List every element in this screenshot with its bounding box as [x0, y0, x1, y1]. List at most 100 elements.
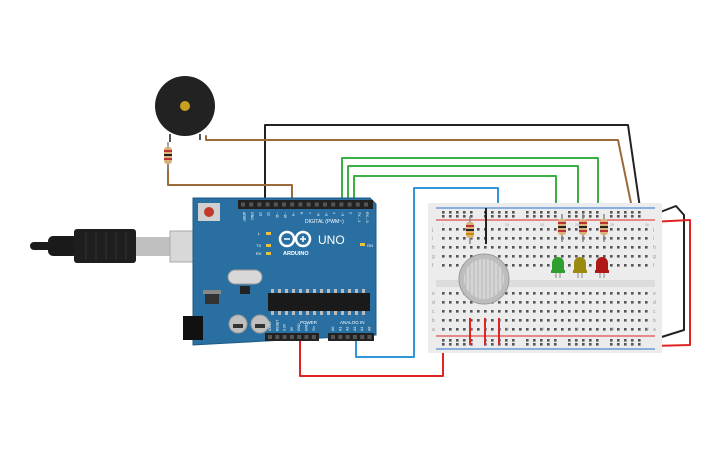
row-letter: g: [653, 254, 656, 260]
digital-pin-label: ~6: [316, 212, 320, 216]
row-letter: d: [653, 300, 656, 306]
power-pin-label: 3.3V: [283, 323, 287, 331]
row-letter: f: [653, 263, 655, 269]
digital-pin-label: 12: [267, 212, 271, 216]
row-letter: j: [431, 227, 433, 233]
sensor-legs: [469, 318, 500, 345]
row-letter: d: [432, 300, 435, 306]
column-number: 25: [610, 327, 614, 331]
row-letter: g: [432, 254, 435, 260]
power-pin-label: GND: [305, 323, 309, 331]
analog-pin-label: A5: [368, 327, 372, 331]
analog-pin-label: A2: [346, 327, 350, 331]
analog-pin-label: A1: [338, 327, 342, 331]
svg-text:RX: RX: [256, 251, 262, 256]
voltage-regulator: [205, 294, 219, 304]
svg-text:TX: TX: [256, 243, 261, 248]
digital-pin-label: 4: [332, 212, 336, 214]
power-pin-label: Vin: [312, 326, 316, 331]
column-number: 20: [575, 327, 579, 331]
row-letter: c: [653, 309, 656, 315]
wire-sensor-blue[interactable]: [355, 187, 499, 358]
digital-pin-label: ~3: [340, 212, 344, 216]
digital-pin-label: 8: [299, 212, 303, 214]
digital-pin-label: TX→1: [357, 212, 361, 222]
wire-led-green-1[interactable]: [341, 157, 599, 239]
arduino-logo: [278, 230, 312, 248]
wire-buzzer-brown[interactable]: [205, 135, 633, 209]
led-green[interactable]: [551, 257, 565, 278]
analog-pin-label: A4: [360, 327, 364, 331]
column-number: 10: [505, 327, 509, 331]
crystal-oscillator: [227, 269, 263, 285]
digital-pin-header[interactable]: [238, 200, 373, 209]
atmega-chip: [268, 293, 370, 311]
row-letter: e: [653, 291, 656, 297]
wire-led-green-2[interactable]: [347, 165, 579, 239]
row-letter: f: [432, 263, 434, 269]
digital-pin-label: AREF: [242, 212, 246, 222]
power-label: POWER: [300, 320, 318, 325]
column-number: 1: [442, 327, 444, 331]
indicator-leds: L TX RX ON: [256, 231, 373, 256]
digital-pin-label: ~10: [283, 212, 287, 218]
piezo-buzzer[interactable]: [155, 76, 215, 142]
board-model: UNO: [318, 233, 345, 247]
row-letter: b: [653, 318, 656, 324]
column-number: 20: [575, 223, 579, 227]
row-letter: c: [432, 309, 435, 315]
small-ic: [240, 286, 250, 294]
row-letter: i: [653, 236, 654, 242]
row-letter: a: [432, 327, 435, 333]
column-number: 25: [610, 223, 614, 227]
column-number: 15: [540, 223, 544, 227]
column-number: 10: [505, 223, 509, 227]
svg-text:ON: ON: [367, 243, 373, 248]
digital-header-label: DIGITAL (PWM~): [305, 219, 344, 225]
column-number: 1: [442, 223, 444, 227]
wire-rail-black[interactable]: [649, 205, 685, 341]
power-pin-label: 5V: [290, 326, 294, 331]
buzzer-center: [180, 101, 190, 111]
row-letter: b: [432, 318, 435, 324]
power-pin-label: GND: [297, 323, 301, 331]
wire-resistor-brown[interactable]: [167, 164, 293, 206]
board-brand: ARDUINO: [283, 251, 309, 257]
column-number: 15: [540, 327, 544, 331]
row-letter: a: [653, 327, 656, 333]
led-yellow[interactable]: [573, 257, 587, 278]
wire-5v-red[interactable]: [299, 339, 444, 377]
breadboard-center-channel: [436, 280, 655, 287]
power-pin-label: IOREF: [268, 321, 272, 331]
wire-rail-red[interactable]: [649, 219, 691, 347]
analog-pin-header[interactable]: [328, 333, 374, 341]
usb-cable[interactable]: [30, 229, 205, 263]
reset-button-cap[interactable]: [204, 207, 214, 217]
digital-pin-label: RX←0: [365, 212, 369, 223]
power-jack[interactable]: [183, 316, 203, 340]
digital-pin-label: ~5: [324, 212, 328, 216]
column-number: 30: [645, 327, 649, 331]
row-letter: i: [432, 236, 433, 242]
arduino-uno-board[interactable]: UNO ARDUINO DIGITAL (PWM~) L TX RX ON: [183, 197, 377, 346]
digital-pin-label: ~11: [275, 212, 279, 218]
digital-pin-label: GND: [250, 212, 254, 220]
row-letter: e: [432, 291, 435, 297]
analog-pin-label: A3: [353, 327, 357, 331]
digital-pin-label: ~9: [291, 212, 295, 216]
buzzer-resistor[interactable]: [164, 142, 172, 170]
row-letter: h: [653, 245, 656, 251]
digital-pin-label: 7: [308, 212, 312, 214]
analog-label: ANALOG IN: [340, 320, 365, 325]
sensor-load-resistor[interactable]: [466, 216, 474, 244]
digital-pin-label: 13: [258, 212, 262, 216]
digital-pin-label: 2: [349, 212, 353, 214]
row-letter: h: [432, 245, 435, 251]
led-red[interactable]: [595, 257, 609, 278]
analog-pin-label: A0: [331, 327, 335, 331]
wire-gnd-black[interactable]: [264, 124, 641, 209]
power-pin-label: RESET: [275, 320, 279, 331]
gas-sensor[interactable]: [458, 253, 510, 305]
